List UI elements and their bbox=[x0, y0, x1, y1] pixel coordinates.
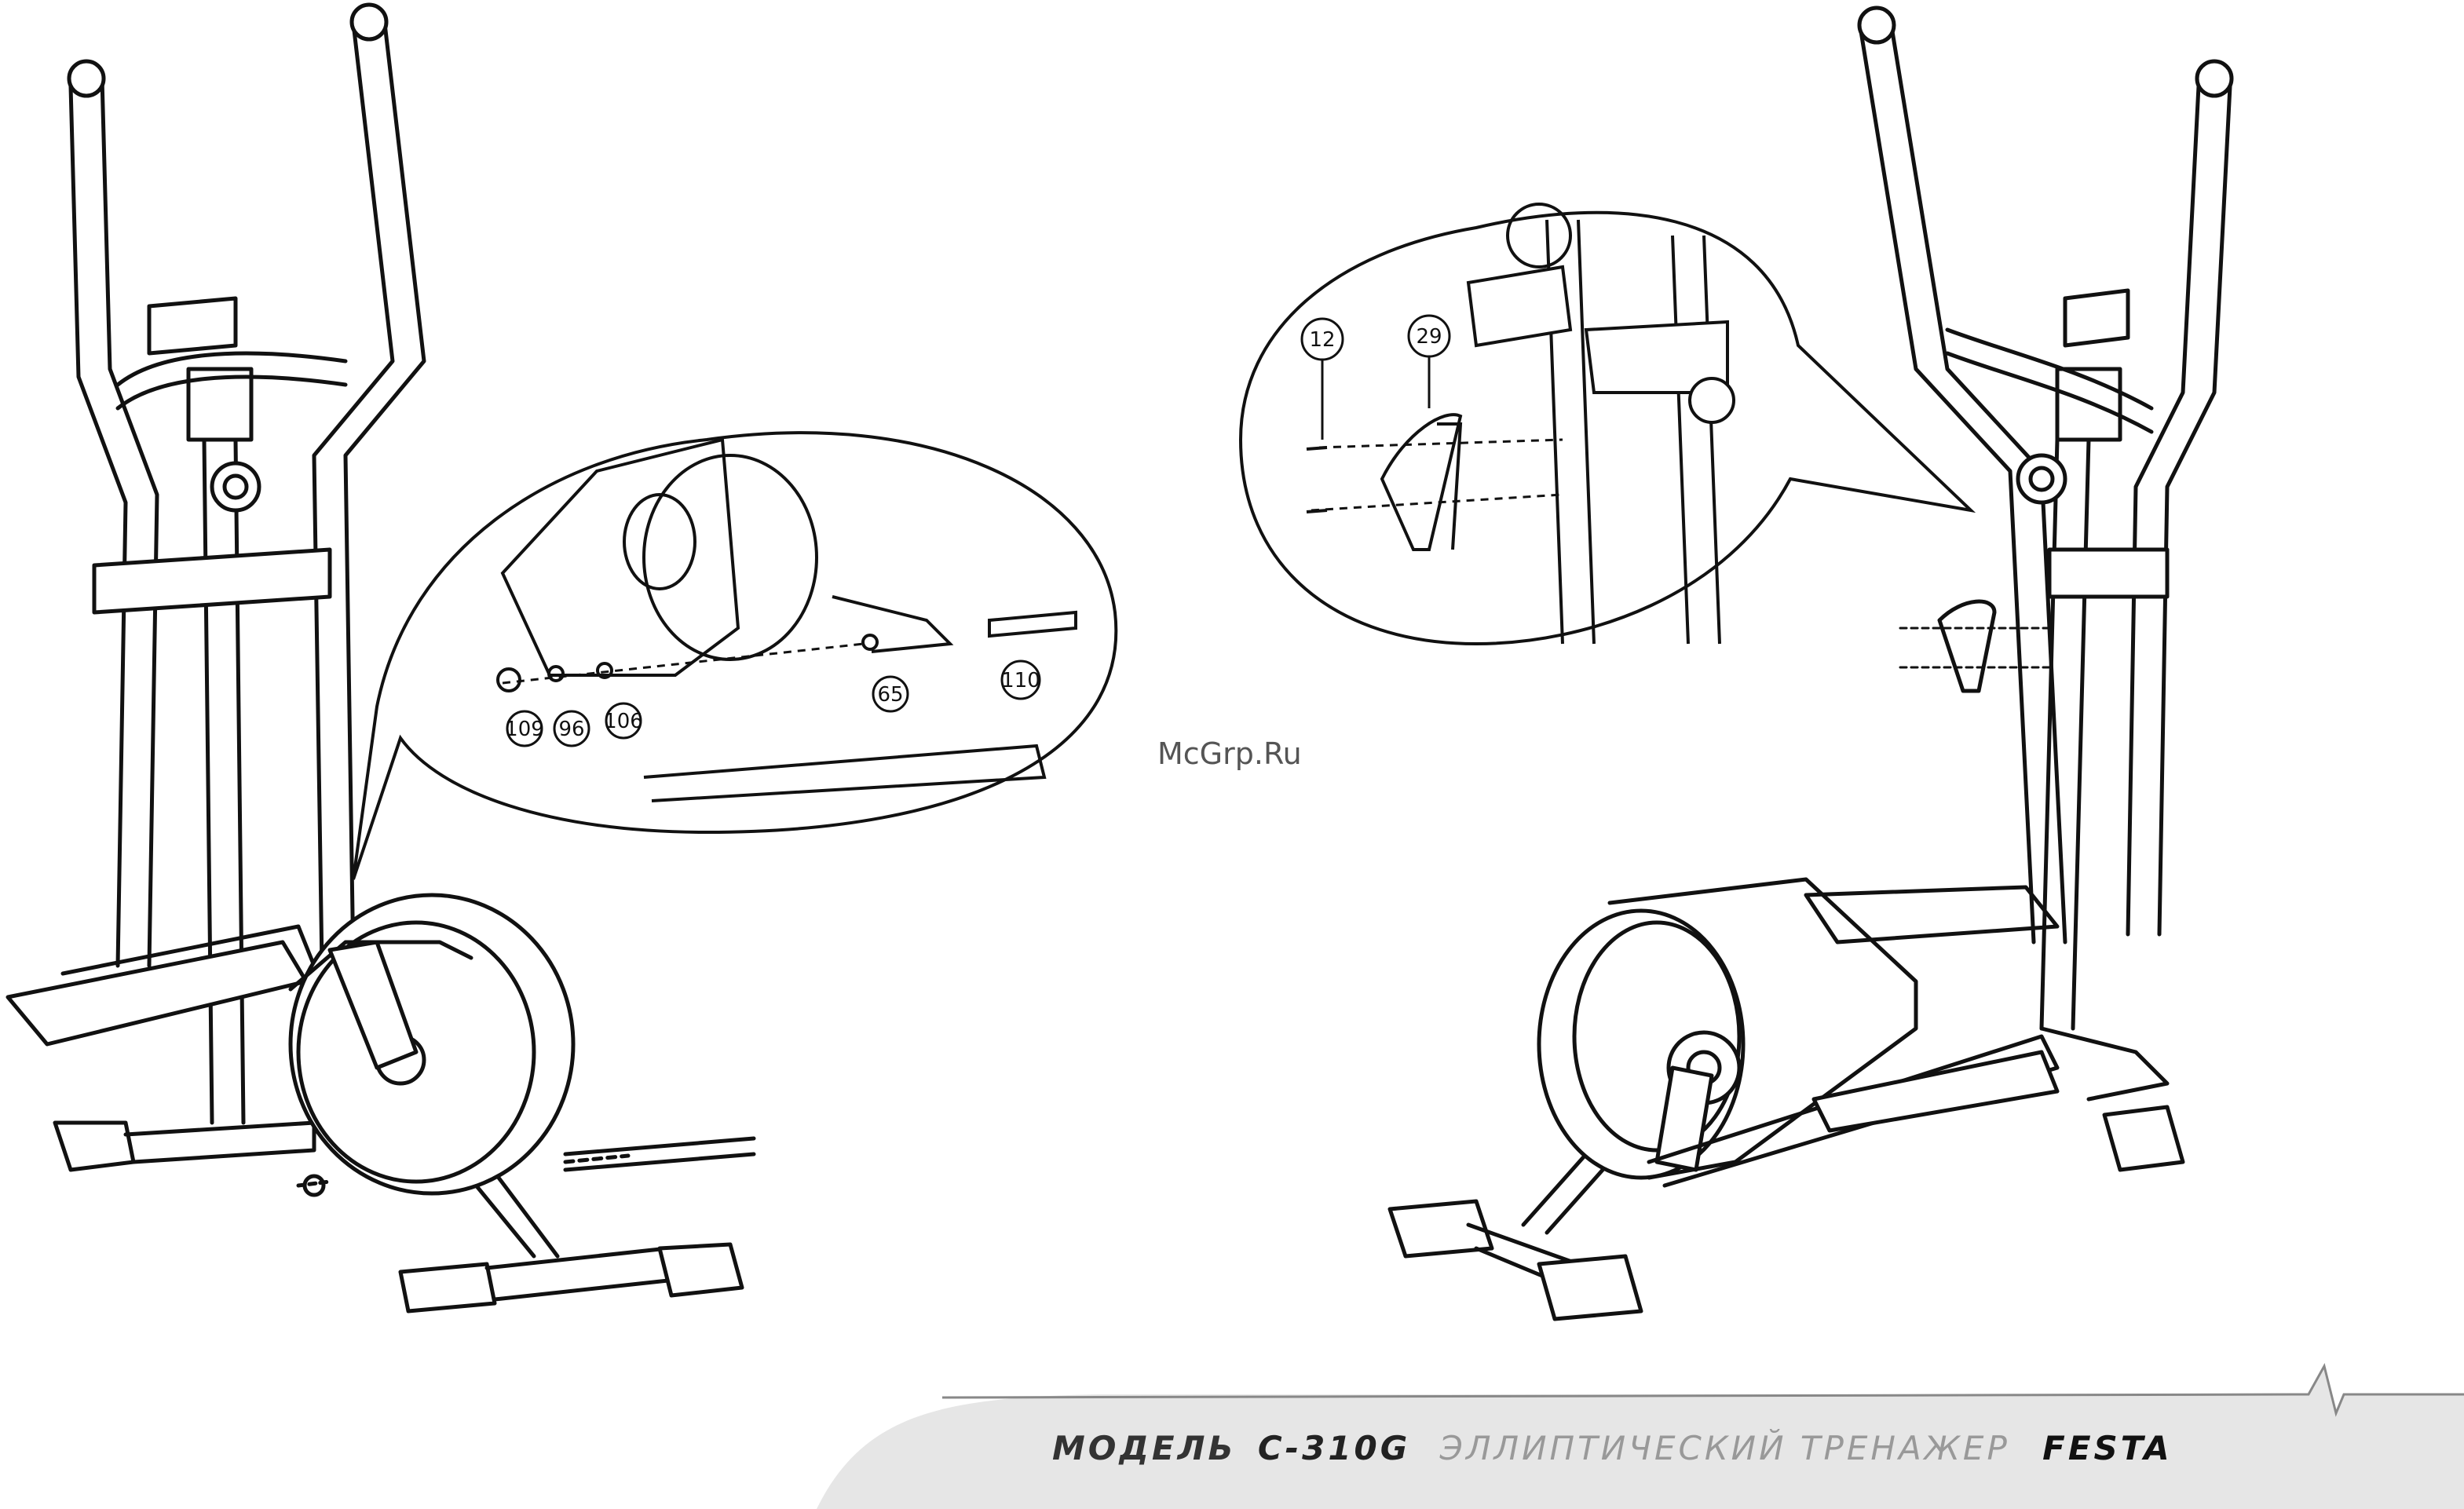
callout-106: 106 bbox=[604, 703, 643, 738]
svg-text:109: 109 bbox=[505, 718, 544, 741]
right-trainer-illustration bbox=[1390, 8, 2232, 1319]
svg-text:29: 29 bbox=[1416, 325, 1442, 349]
footer-description: ЭЛЛИПТИЧЕСКИЙ ТРЕНАЖЕР bbox=[1440, 1429, 2010, 1467]
svg-text:12: 12 bbox=[1309, 328, 1335, 352]
callout-109: 109 bbox=[505, 711, 544, 746]
callout-65: 65 bbox=[873, 677, 908, 711]
right-detail-callout bbox=[1241, 204, 1971, 644]
svg-text:110: 110 bbox=[1001, 669, 1040, 692]
watermark-text: McGrp.Ru bbox=[1157, 736, 1302, 771]
footer-brand: FESTA bbox=[2042, 1429, 2173, 1467]
footer-model-number: C-310G bbox=[1258, 1429, 1410, 1467]
svg-text:96: 96 bbox=[558, 718, 584, 741]
callout-110: 110 bbox=[1001, 661, 1040, 699]
callout-96: 96 bbox=[554, 711, 589, 746]
footer-title: МОДЕЛЬ C-310G ЭЛЛИПТИЧЕСКИЙ ТРЕНАЖЕР FES… bbox=[1052, 1429, 2173, 1468]
svg-text:106: 106 bbox=[604, 710, 643, 733]
footer-model-label: МОДЕЛЬ bbox=[1052, 1429, 1237, 1467]
svg-text:65: 65 bbox=[877, 683, 903, 707]
left-detail-callout bbox=[353, 433, 1116, 879]
